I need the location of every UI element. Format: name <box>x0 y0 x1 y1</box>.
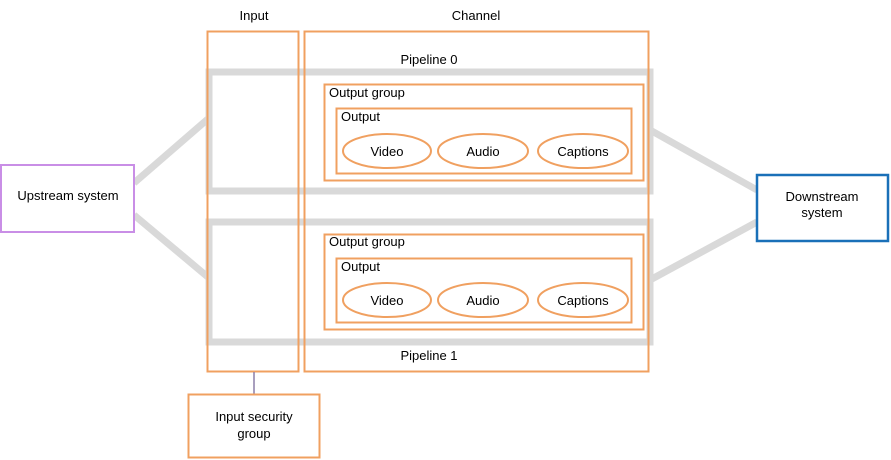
connector-pipeline-1-to-downstream <box>648 218 759 284</box>
output-2-captions[interactable]: Captions <box>537 282 629 318</box>
connector-upstream-to-pipeline-0 <box>131 115 212 186</box>
output-2-video[interactable]: Video <box>342 282 432 318</box>
input-box[interactable] <box>206 30 300 373</box>
pipeline-0-band <box>205 68 654 195</box>
channel-label: Channel <box>452 8 501 23</box>
output-1-box[interactable] <box>335 107 633 175</box>
output-2-box[interactable] <box>335 257 633 324</box>
output-group-2[interactable]: Output group Output Video Audio Captions <box>323 233 645 331</box>
output-group-1-label: Output group <box>329 85 405 100</box>
svg-text:Audio: Audio <box>466 293 499 308</box>
upstream-system-label: Upstream system <box>17 188 118 203</box>
upstream-system-box[interactable]: Upstream system <box>0 164 135 233</box>
pipeline-1-label: Pipeline 1 <box>400 348 457 363</box>
output-2-label: Output <box>341 259 380 274</box>
input-security-group-box[interactable]: Input security group <box>187 393 321 459</box>
pipeline-0-label: Pipeline 0 <box>400 52 457 67</box>
svg-text:Audio: Audio <box>466 144 499 159</box>
downstream-system-label-line1: Downstream <box>786 189 859 204</box>
output-group-2-label: Output group <box>329 234 405 249</box>
downstream-system-box[interactable]: Downstream system <box>755 173 890 243</box>
output-1-audio[interactable]: Audio <box>437 133 529 169</box>
connector-upstream-to-pipeline-1 <box>131 212 212 281</box>
output-1-captions[interactable]: Captions <box>537 133 629 169</box>
input-label: Input <box>240 8 269 23</box>
connector-lines <box>131 115 759 284</box>
svg-text:Captions: Captions <box>557 293 609 308</box>
output-1-label: Output <box>341 109 380 124</box>
svg-text:Video: Video <box>370 144 403 159</box>
channel-box[interactable] <box>303 30 650 373</box>
output-group-1[interactable]: Output group Output Video Audio Captions <box>323 83 645 182</box>
downstream-system-label-line2: system <box>801 205 842 220</box>
connector-pipeline-0-to-downstream <box>648 126 759 194</box>
input-security-group-label-line2: group <box>237 426 270 441</box>
svg-text:Captions: Captions <box>557 144 609 159</box>
svg-text:Video: Video <box>370 293 403 308</box>
output-2-audio[interactable]: Audio <box>437 282 529 318</box>
output-1-video[interactable]: Video <box>342 133 432 169</box>
pipeline-1-band <box>205 218 654 346</box>
input-security-group-label-line1: Input security <box>215 409 293 424</box>
